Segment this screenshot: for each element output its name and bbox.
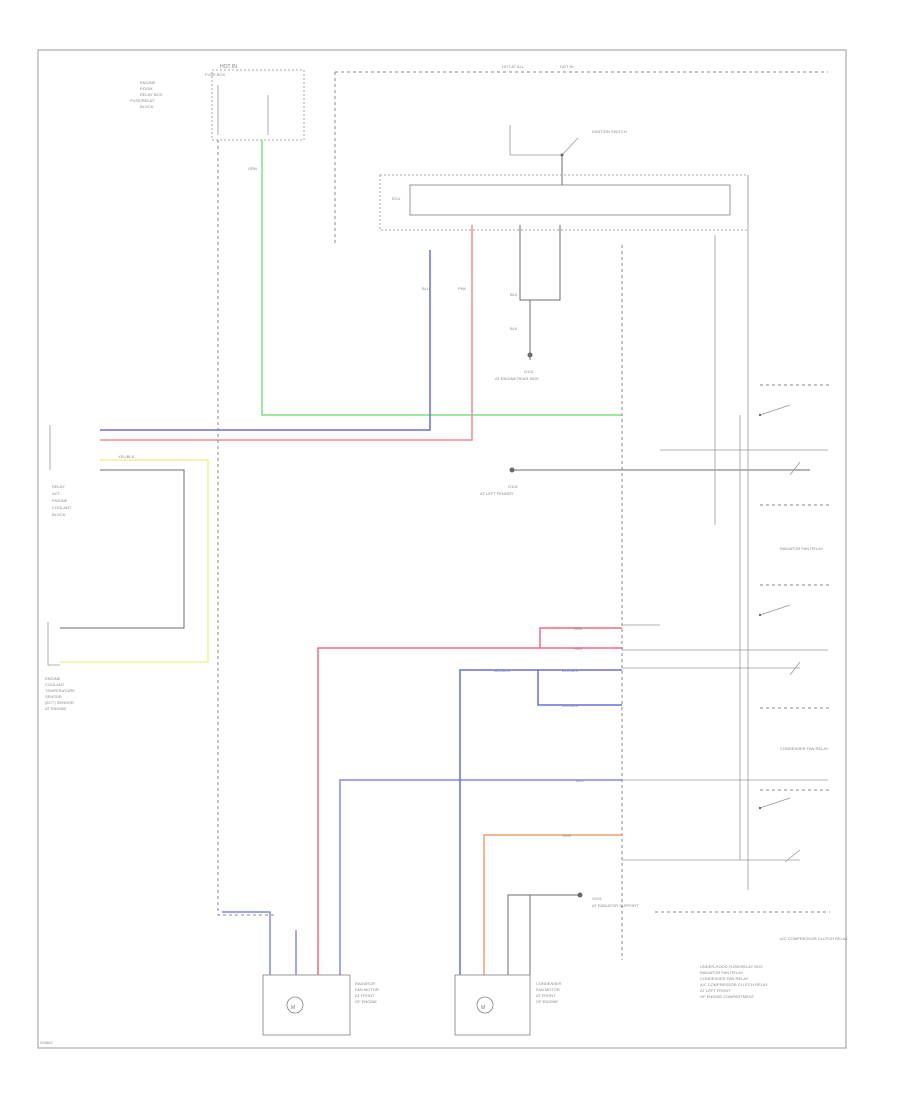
sensor-label-4: SENSOR [45, 694, 62, 699]
relay-b-label: CONDENSER FAN RELAY [780, 746, 829, 751]
pnk-label-1: PNK [458, 286, 467, 291]
ground-g201-label: G201 [592, 896, 603, 901]
motor-a-symbol: M [291, 1005, 295, 1011]
red-label-2: RED [574, 646, 583, 651]
sensor-label-2: COOLANT [45, 682, 65, 687]
bottom-right-4: A/C COMPRESSOR CLUTCH RELAY [700, 982, 768, 987]
relay-a: RADIATOR FAN RELAY [660, 384, 830, 551]
hot-at-all-label: HOT AT ALL [502, 64, 525, 69]
blu-blk-label-3: BLU/BLK [562, 703, 579, 708]
grn-label-1: GRN [248, 166, 257, 171]
ground-g201-icon [577, 892, 583, 898]
sensor-label-3: TEMPERATURE [45, 688, 75, 693]
green-wire [261, 140, 622, 416]
motor-b-label-4: OF ENGINE [536, 999, 558, 1004]
control-unit-label: ECU [392, 196, 401, 201]
ecu-ground-wire [519, 225, 531, 360]
ground-g201-text: AT RADIATOR SUPPORT [592, 903, 639, 908]
fuse-block-left: HOT IN FUSE BOX ENGINE ROOM RELAY BOX FU… [130, 64, 305, 141]
motor-b-ground-wire [507, 894, 580, 975]
motor-a-label-1: RADIATOR [355, 981, 375, 986]
motor-b-symbol: M [481, 1005, 485, 1011]
sensor-black-wire [60, 469, 185, 629]
radiator-fan-motor: M RADIATOR FAN MOTOR AT FRONT OF ENGINE [262, 974, 379, 1036]
bottom-right-5: AT LEFT FRONT [700, 988, 731, 993]
left-relay-label: RELAY [52, 484, 65, 489]
ground-g101-icon [527, 352, 533, 358]
yellow-wire [60, 459, 209, 663]
motor-a-label-2: FAN MOTOR [355, 987, 379, 992]
ground-g102-icon [509, 467, 515, 473]
org-label: ORG [562, 833, 571, 838]
page-code: W3882 [40, 1040, 53, 1045]
blu-blk-label-1: BLU/BLK [494, 668, 511, 673]
blu-label-1: BLU [422, 286, 430, 291]
blue-wire-motor-a [339, 779, 622, 975]
hot-in-mid-label: HOT IN [560, 64, 574, 69]
left-relay-text-2: ENGINE [52, 498, 68, 503]
left-relay-text-3: COOLANT [52, 505, 72, 510]
sensor-label-5: (ECT) SENSOR [45, 700, 74, 705]
ground-g101-text: AT ENGINE REAR SIDE [495, 376, 539, 381]
blue-black-wire-branch [537, 670, 622, 706]
yel-label: YEL/BLK [118, 454, 135, 459]
ignition-switch-label: IGNITION SWITCH [592, 129, 627, 134]
hot-in-label: HOT IN [220, 64, 237, 70]
ground-g102-text: AT LEFT FENDER [480, 491, 513, 496]
condenser-fan-motor: M CONDENSER FAN MOTOR AT FRONT OF ENGINE [454, 974, 562, 1036]
relay-c: A/C COMPRESSOR CLUTCH RELAY [655, 789, 848, 941]
red-wire-main [317, 647, 622, 975]
control-unit: ECU [379, 174, 749, 231]
red-wire-branch [539, 627, 622, 648]
ground-g102-label: G102 [508, 484, 519, 489]
fuse-block-text-3: RELAY BOX [140, 92, 163, 97]
left-relay-text-1: ACT [52, 491, 61, 496]
sensor-label-1: ENGINE [45, 676, 61, 681]
fuse-block-text-5: BLOCK [140, 104, 154, 109]
fuse-block-text-2: ROOM [140, 86, 152, 91]
motor-b-label-2: FAN MOTOR [536, 987, 560, 992]
bottom-right-3: CONDENSER FAN RELAY [700, 976, 749, 981]
bottom-right-6: OF ENGINE COMPARTMENT [700, 994, 755, 999]
blu-label-2: BLU [576, 778, 584, 783]
motor-b-label-3: AT FRONT [536, 993, 556, 998]
red-label-1: RED [574, 626, 583, 631]
motor-a-label-4: OF ENGINE [355, 999, 377, 1004]
blk-label-1: BLK [510, 292, 518, 297]
blu-blk-label-2: BLU/BLK [562, 668, 579, 673]
ground-g101-label: G101 [524, 369, 535, 374]
diagram-frame [37, 49, 847, 1049]
motor-b-label-1: CONDENSER [536, 981, 562, 986]
bottom-right-notes: UNDER-HOOD FUSE/RELAY BOX RADIATOR FAN R… [700, 964, 768, 999]
ignition-switch: IGNITION SWITCH [509, 125, 627, 185]
bottom-right-1: UNDER-HOOD FUSE/RELAY BOX [700, 964, 763, 969]
blue-feed-motor-a [222, 911, 271, 975]
orange-wire [483, 834, 622, 975]
sensor-label-6: AT ENGINE [45, 706, 67, 711]
fuse-block-text-1: ENGINE [140, 80, 156, 85]
blk-label-2: BLK [510, 326, 518, 331]
blue-wire [100, 250, 431, 431]
ect-sensor: ENGINE COOLANT TEMPERATURE SENSOR (ECT) … [45, 622, 75, 711]
left-relay: RELAY ACT ENGINE COOLANT BLOCK [49, 425, 72, 517]
left-relay-text-4: BLOCK [52, 512, 66, 517]
pink-wire [100, 225, 473, 441]
motor-a-label-3: AT FRONT [355, 993, 375, 998]
relay-b: CONDENSER FAN RELAY [758, 584, 830, 751]
bottom-right-2: RADIATOR FAN RELAY [700, 970, 743, 975]
fuse-block-text-4: FUSE/RELAY [130, 98, 155, 103]
relay-a-label: RADIATOR FAN RELAY [780, 546, 823, 551]
blue-black-wire-main [459, 669, 622, 975]
fuse-box-label: FUSE BOX [205, 72, 226, 77]
relay-c-label: A/C COMPRESSOR CLUTCH RELAY [780, 936, 848, 941]
